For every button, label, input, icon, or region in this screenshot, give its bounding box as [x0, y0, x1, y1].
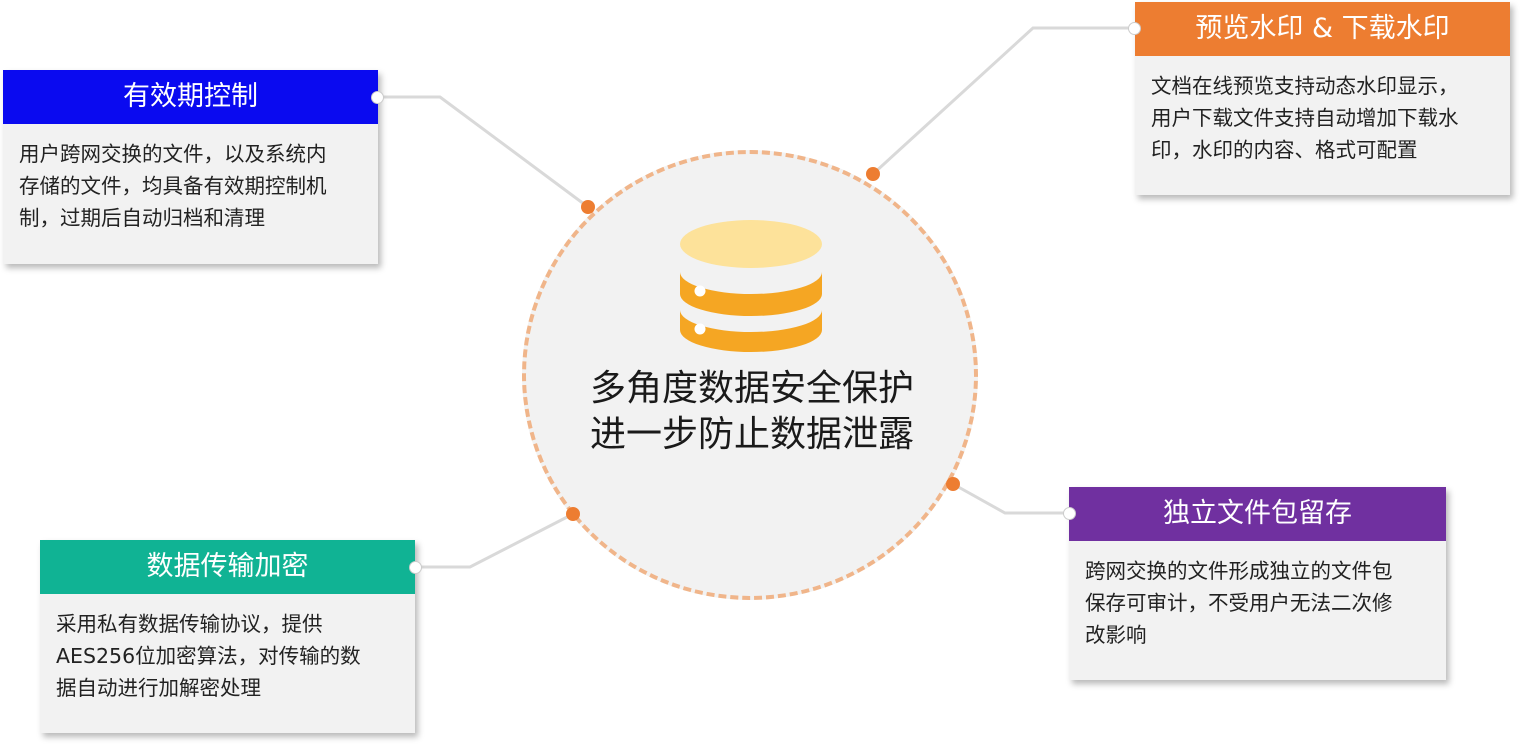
connector-validity [378, 95, 589, 209]
center-title-line1: 多角度数据安全保护 [589, 368, 914, 409]
card-encryption-text: 采用私有数据传输协议，提供 AES256位加密算法，对传输的数 据自动进行加解密… [56, 612, 361, 700]
card-validity-text: 用户跨网交换的文件，以及系统内 存储的文件，均具备有效期控制机 制，过期后自动归… [19, 142, 327, 230]
dot-package-circle [946, 477, 960, 491]
dot-encryption-card [409, 561, 422, 574]
center-title-line2: 进一步防止数据泄露 [589, 414, 914, 455]
dot-validity-card [371, 91, 384, 104]
card-package-title: 独立文件包留存 [1069, 487, 1446, 541]
card-validity-control: 有效期控制 用户跨网交换的文件，以及系统内 存储的文件，均具备有效期控制机 制，… [3, 70, 378, 264]
card-package: 独立文件包留存 跨网交换的文件形成独立的文件包 保存可审计，不受用户无法二次修 … [1069, 487, 1446, 680]
dot-watermark-card [1128, 22, 1141, 35]
connector-watermark [871, 26, 1135, 176]
card-package-text: 跨网交换的文件形成独立的文件包 保存可审计，不受用户无法二次修 改影响 [1085, 559, 1393, 647]
card-encryption-title: 数据传输加密 [40, 540, 415, 594]
card-watermark: 预览水印 & 下载水印 文档在线预览支持动态水印显示， 用户下载文件支持自动增加… [1135, 2, 1510, 195]
dot-encryption-circle [566, 507, 580, 521]
center-title: 多角度数据安全保护 进一步防止数据泄露 [522, 366, 982, 458]
dot-package-card [1063, 507, 1076, 520]
card-validity-title: 有效期控制 [3, 70, 378, 124]
database-icon [680, 220, 822, 352]
connector-package [952, 482, 1069, 515]
card-watermark-text: 文档在线预览支持动态水印显示， 用户下载文件支持自动增加下载水 印，水印的内容、… [1151, 74, 1459, 162]
dot-watermark-circle [866, 167, 880, 181]
dot-validity-circle [581, 200, 595, 214]
connector-encryption [415, 512, 574, 569]
card-watermark-title: 预览水印 & 下载水印 [1135, 2, 1510, 56]
card-encryption: 数据传输加密 采用私有数据传输协议，提供 AES256位加密算法，对传输的数 据… [40, 540, 415, 733]
